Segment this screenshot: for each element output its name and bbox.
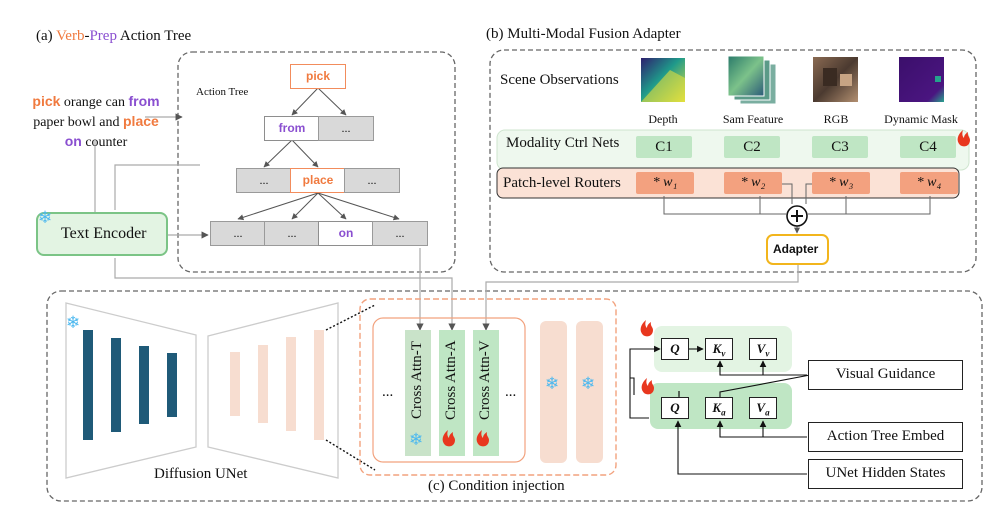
title-verb: Verb [56, 28, 85, 44]
scene-observations-label: Scene Observations [500, 72, 619, 88]
plus-icon [791, 210, 803, 222]
snowflake-icon-encoder: ❄ [38, 208, 53, 228]
visual-q-box: Q [661, 338, 689, 360]
adapter-label: Adapter [773, 242, 819, 256]
snowflake-icon-column-1: ❄ [545, 374, 560, 394]
unet-down-block-3 [139, 346, 149, 424]
tree-node-ellipsis-l3b: ... [264, 221, 320, 246]
ctrl-net-c2: C2 [724, 136, 780, 158]
adapter-box-bg [766, 234, 829, 265]
unet-down-block-1 [83, 330, 93, 440]
patch-level-routers-label: Patch-level Routers [503, 175, 621, 191]
unet-down-block-2 [111, 338, 121, 432]
snowflake-icon-column-2: ❄ [581, 374, 596, 394]
dynamic-mask-thumbnail [899, 57, 944, 102]
flame-icon-attn-a [442, 430, 455, 447]
snowflake-icon-unet: ❄ [66, 313, 81, 333]
router-w4: * w₄ [900, 172, 958, 194]
unet-hidden-states-box: UNet Hidden States [808, 459, 963, 489]
unet-up-block-1 [230, 352, 240, 416]
flame-icon-adapter [957, 130, 970, 147]
action-v-box: Va [749, 397, 777, 419]
tree-node-from: from [264, 116, 320, 141]
ellipsis-right: ... [505, 384, 517, 400]
ctrl-net-c4: C4 [900, 136, 956, 158]
unet-up-block-4 [314, 330, 324, 440]
tree-node-ellipsis-l3a: ... [210, 221, 266, 246]
unet-down-block-4 [167, 353, 177, 417]
flame-icon-action-q [641, 378, 654, 395]
cross-attn-t-column [405, 330, 431, 456]
panel-b-title: (b) Multi-Modal Fusion Adapter [486, 26, 681, 42]
depth-thumbnail [641, 58, 685, 102]
obs-label-depth: Depth [648, 112, 678, 126]
tree-node-ellipsis-l1: ... [318, 116, 374, 141]
unet-encoder-trapezoid [65, 302, 197, 479]
tree-node-ellipsis-l2a: ... [236, 168, 292, 193]
router-w3: * w₃ [812, 172, 870, 194]
flame-icon-visual-q [640, 320, 653, 337]
sam-feature-thumbnail [727, 55, 777, 105]
action-k-box: Ka [705, 397, 733, 419]
action-tree-frame [177, 51, 456, 273]
cross-attn-a-label: Cross Attn-A [443, 340, 459, 420]
snowflake-icon-attn-t: ❄ [409, 430, 424, 450]
title-prep: Prep [89, 28, 117, 44]
obs-label-sam-feature: Sam Feature [722, 112, 784, 126]
unet-decoder-trapezoid [207, 302, 339, 479]
rgb-thumbnail [813, 57, 858, 102]
frozen-column-1 [540, 321, 567, 463]
ellipsis-left: ... [382, 384, 394, 400]
frozen-column-2 [576, 321, 603, 463]
fusion-adapter-frame [489, 49, 977, 273]
condition-block-inner [372, 317, 526, 463]
panel-a-title: (a) Verb-Prep Action Tree [36, 28, 192, 44]
unet-up-block-3 [286, 337, 296, 431]
action-tree-embed-box: Action Tree Embed [808, 422, 963, 452]
tree-node-pick: pick [290, 64, 346, 89]
text-encoder-box: Text Encoder [36, 212, 168, 256]
condition-injection-frame [46, 290, 983, 502]
condition-block-frame [359, 298, 617, 476]
obs-label-dynamic-mask: Dynamic Mask [884, 112, 958, 126]
instruction-text: pick orange can from paper bowl and plac… [32, 93, 160, 150]
modality-ctrl-nets-label: Modality Ctrl Nets [506, 135, 620, 151]
action-tree-label: Action Tree [196, 86, 249, 98]
visual-v-box: Vv [749, 338, 777, 360]
tree-node-place: place [290, 168, 346, 193]
cross-attn-v-label: Cross Attn-V [477, 340, 493, 420]
tree-node-ellipsis-l3c: ... [372, 221, 428, 246]
ctrl-net-c3: C3 [812, 136, 868, 158]
router-w1: * w₁ [636, 172, 694, 194]
visual-guidance-box: Visual Guidance [808, 360, 963, 390]
flame-icon-attn-v [476, 430, 489, 447]
obs-label-rgb: RGB [823, 112, 849, 126]
tree-node-on: on [318, 221, 374, 246]
ctrl-net-c1: C1 [636, 136, 692, 158]
tree-node-ellipsis-l2b: ... [344, 168, 400, 193]
diffusion-unet-label: Diffusion UNet [154, 466, 248, 482]
visual-k-box: Kv [705, 338, 733, 360]
panel-c-title: (c) Condition injection [428, 478, 565, 494]
text-encoder-label: Text Encoder [61, 225, 147, 242]
action-q-box: Q [661, 397, 689, 419]
unet-up-block-2 [258, 345, 268, 423]
router-w2: * w₂ [724, 172, 782, 194]
cross-attn-t-label: Cross Attn-T [409, 341, 425, 419]
